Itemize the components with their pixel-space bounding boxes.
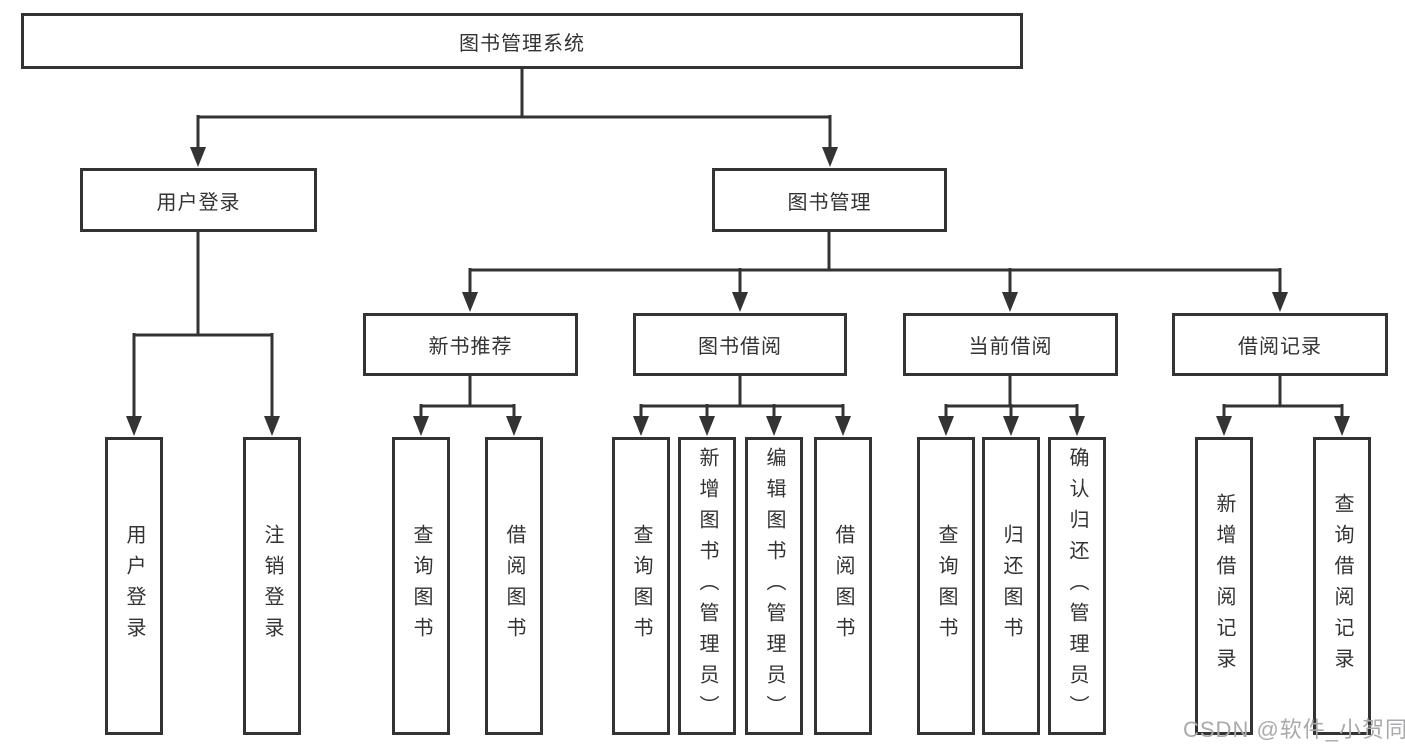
node-label: 注销登录 — [261, 524, 283, 648]
node-root-library-management-system: 图书管理系统 — [21, 13, 1023, 69]
node-label: 编辑图书（管理员） — [763, 446, 785, 726]
node-label: 新增借阅记录 — [1213, 493, 1235, 679]
node-label: 图书管理系统 — [459, 32, 585, 55]
node-label: 借阅记录 — [1238, 336, 1322, 358]
node-label: 借阅图书 — [503, 524, 525, 648]
leaf-add-books-admin: 新增图书（管理员） — [678, 437, 736, 735]
node-label: 确认归还（管理员） — [1066, 446, 1088, 726]
leaf-add-borrow-record: 新增借阅记录 — [1195, 437, 1253, 735]
node-label: 新书推荐 — [428, 336, 513, 358]
node-label: 新增图书（管理员） — [696, 446, 718, 726]
node-label: 图书管理 — [787, 191, 872, 214]
csdn-watermark: CSDN @软件_小贺同学 — [1183, 717, 1405, 742]
leaf-edit-books-admin: 编辑图书（管理员） — [745, 437, 803, 735]
leaf-query-books-3: 查询图书 — [917, 437, 975, 735]
node-label: 借阅图书 — [832, 524, 854, 648]
leaf-query-books-2: 查询图书 — [612, 437, 670, 735]
node-book-borrowing: 图书借阅 — [633, 313, 847, 376]
node-new-book-recommendation: 新书推荐 — [363, 313, 578, 376]
leaf-borrow-books-2: 借阅图书 — [814, 437, 872, 735]
node-label: 当前借阅 — [968, 336, 1053, 358]
leaf-user-login: 用户登录 — [105, 437, 163, 735]
node-label: 归还图书 — [1000, 524, 1022, 648]
node-user-login: 用户登录 — [80, 168, 317, 232]
node-label: 图书借阅 — [698, 336, 782, 358]
node-label: 查询图书 — [630, 524, 652, 648]
node-label: 查询图书 — [935, 524, 957, 648]
node-current-borrowing: 当前借阅 — [903, 313, 1118, 376]
leaf-confirm-return-admin: 确认归还（管理员） — [1048, 437, 1106, 735]
node-borrowing-records: 借阅记录 — [1172, 313, 1388, 376]
leaf-borrow-books-1: 借阅图书 — [485, 437, 543, 735]
leaf-logout: 注销登录 — [243, 437, 301, 735]
node-label: 查询图书 — [410, 524, 432, 648]
leaf-return-books: 归还图书 — [982, 437, 1040, 735]
leaf-query-books-1: 查询图书 — [392, 437, 450, 735]
node-label: 用户登录 — [156, 191, 241, 214]
node-label: 查询借阅记录 — [1331, 493, 1353, 679]
node-book-management: 图书管理 — [712, 168, 947, 232]
node-label: 用户登录 — [123, 524, 145, 648]
leaf-query-borrow-record: 查询借阅记录 — [1313, 437, 1371, 735]
